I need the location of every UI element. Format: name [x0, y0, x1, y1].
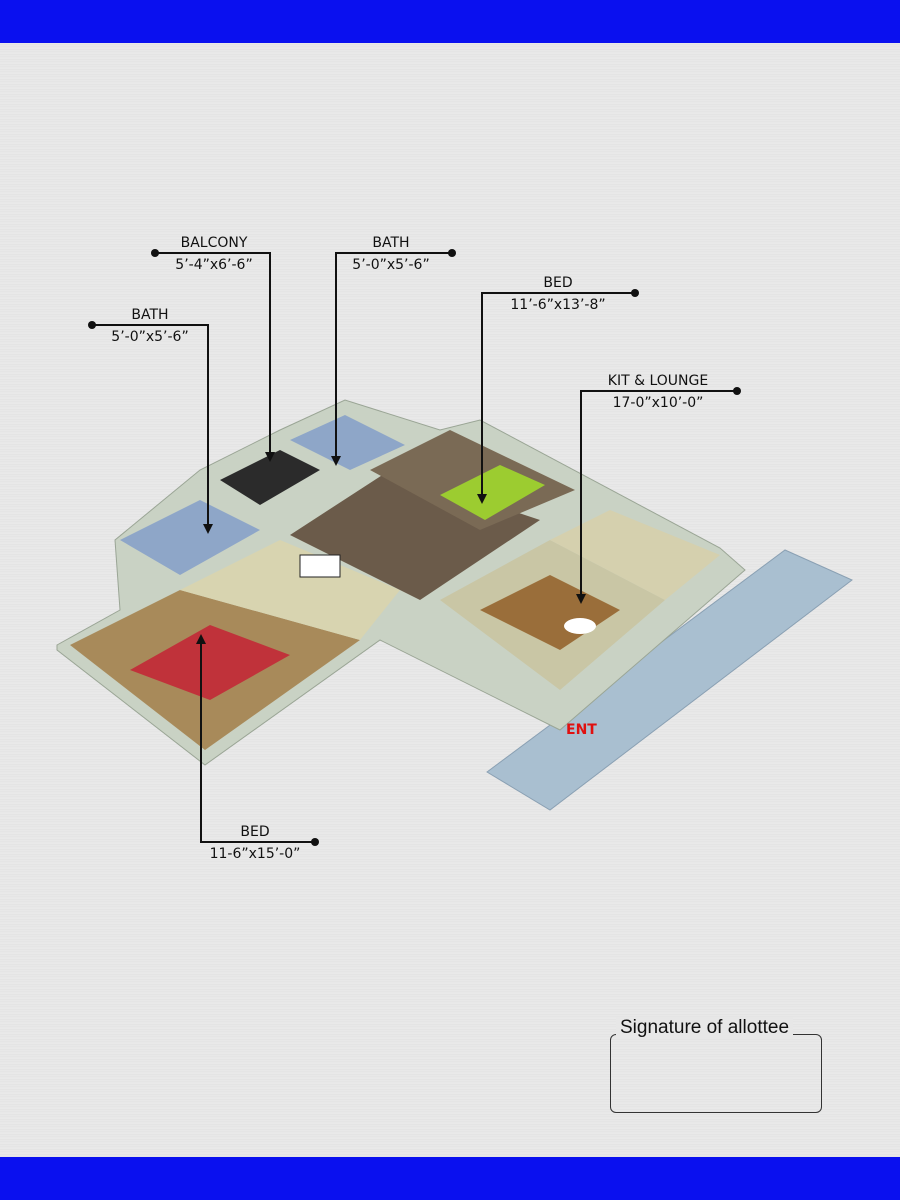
living-floor	[180, 540, 400, 640]
kitchen-leader	[580, 390, 737, 600]
bath-left-floor	[120, 500, 260, 575]
room-dimensions: 11-6”x15’-0”	[209, 846, 301, 862]
label-kitchen-lounge: KIT & LOUNGE 17-0”x10’-0”	[608, 373, 708, 411]
label-balcony: BALCONY 5’-4”x6’-6”	[175, 235, 252, 273]
room-dimensions: 11’-6”x13’-8”	[510, 297, 606, 313]
room-dimensions: 17-0”x10’-0”	[612, 395, 704, 411]
bath-center-floor	[290, 415, 405, 470]
balcony-floor	[220, 450, 320, 505]
signature-box	[610, 1034, 822, 1113]
bath-left-leader	[92, 324, 209, 530]
bottom-banner-bar	[0, 1157, 900, 1200]
label-bed-top: BED 11’-6”x13’-8”	[510, 275, 605, 313]
top-banner-bar	[0, 0, 900, 43]
signature-label: Signature of allottee	[616, 1017, 794, 1039]
tv-unit	[299, 554, 341, 578]
label-bed-bottom: BED 11-6”x15’-0”	[210, 824, 301, 862]
bed-top	[440, 465, 545, 520]
room-dimensions: 5’-0”x5’-6”	[111, 329, 189, 345]
label-bath-left: BATH 5’-0”x5’-6”	[111, 307, 188, 345]
kitchen-floor	[550, 510, 720, 600]
entrance-label: ENT	[566, 722, 597, 738]
room-name: BATH	[131, 307, 169, 323]
bed-top-leader	[481, 292, 635, 500]
room-dimensions: 5’-4”x6’-6”	[175, 257, 253, 273]
room-name: KIT & LOUNGE	[607, 373, 709, 389]
entrance-walkway	[486, 549, 853, 811]
bath-center-leader	[335, 252, 452, 462]
balcony-leader	[155, 252, 271, 458]
room-dimensions: 5’-0”x5’-6”	[352, 257, 430, 273]
label-bath-center: BATH 5’-0”x5’-6”	[352, 235, 429, 273]
bed-bottom	[130, 625, 290, 700]
room-name: BALCONY	[180, 235, 248, 251]
bed-bottom-leader	[200, 638, 315, 843]
room-name: BED	[543, 275, 573, 291]
room-name: BED	[240, 824, 270, 840]
lounge-table	[564, 618, 596, 634]
room-name: BATH	[372, 235, 410, 251]
